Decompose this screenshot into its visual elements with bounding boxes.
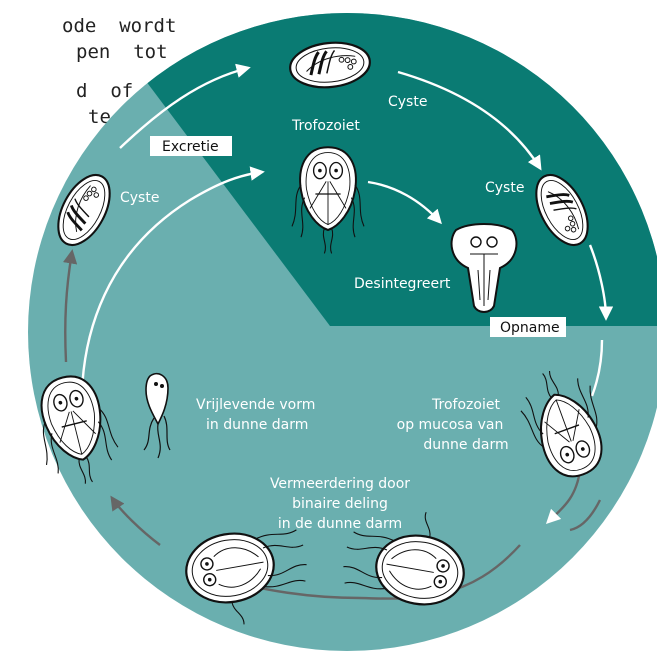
label-mucosa-line-1: Trofozoiet (431, 397, 500, 413)
excretie-box: Excretie (150, 136, 232, 156)
label-deling-line-3: in de dunne darm (278, 516, 402, 532)
label-cyste-top: Cyste (388, 94, 427, 110)
label-mucosa-line-2: op mucosa van (397, 417, 504, 433)
label-cyste-right: Cyste (485, 180, 524, 196)
label-opname: Opname (500, 320, 560, 336)
label-deling-line-1: Vermeerdering door (270, 476, 410, 492)
label-vrijlevende-line-1: Vrijlevende vorm (196, 397, 315, 413)
label-deling-line-2: binaire deling (292, 496, 388, 512)
label-excretie: Excretie (162, 139, 219, 155)
label-cyste-left: Cyste (120, 190, 159, 206)
opname-box: Opname (490, 317, 566, 337)
label-mucosa-line-3: dunne darm (423, 437, 508, 453)
label-trofozoiet: Trofozoiet (291, 118, 360, 134)
label-vrijlevende-line-2: in dunne darm (206, 417, 308, 433)
label-desintegreert: Desintegreert (354, 276, 451, 292)
